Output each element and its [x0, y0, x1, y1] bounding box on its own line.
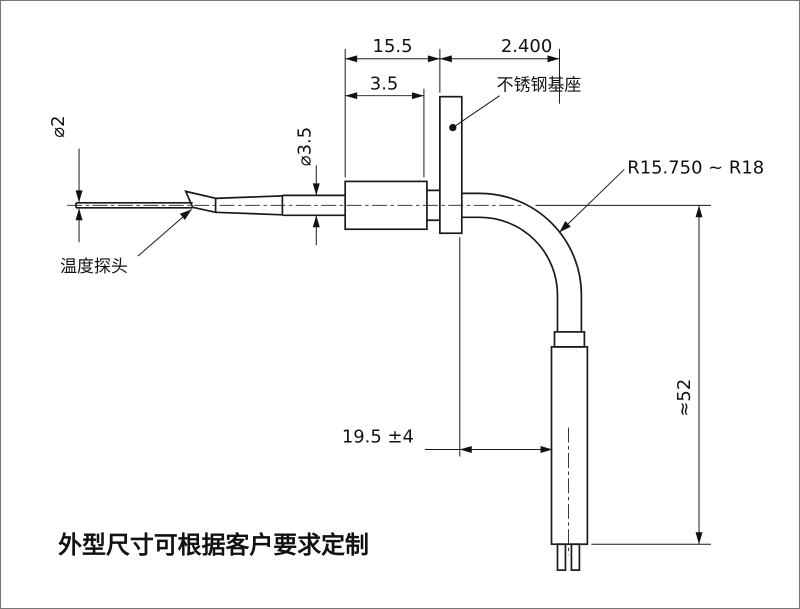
- leader-lines: [137, 95, 625, 257]
- arrowheads: [75, 55, 703, 545]
- label-stainless-steel-base: 不锈钢基座: [497, 75, 582, 95]
- extension-lines: [344, 48, 711, 545]
- dim-center-offset: 19.5 ±4: [342, 427, 414, 448]
- handle-outline: [550, 331, 589, 571]
- customization-note: 外型尺寸可根据客户要求定制: [58, 531, 369, 559]
- dim-drop-length: ≈52: [674, 379, 695, 417]
- dim-overall-length: 15.5: [373, 36, 413, 57]
- probe-outline: [75, 180, 440, 231]
- cable-outline: [461, 192, 583, 332]
- dim-shaft-diameter: ⌀3.5: [294, 127, 315, 166]
- flange-outline: [439, 95, 463, 235]
- label-temperature-probe: 温度探头: [60, 256, 128, 276]
- dimension-lines: [78, 58, 700, 545]
- centerlines: [67, 204, 569, 556]
- dim-probe-diameter: ⌀2: [48, 115, 69, 137]
- dim-body-length: 3.5: [370, 74, 399, 95]
- dim-bend-radius: R15.750 ~ R18: [627, 157, 764, 178]
- dim-cable-length: 2.400: [501, 36, 552, 57]
